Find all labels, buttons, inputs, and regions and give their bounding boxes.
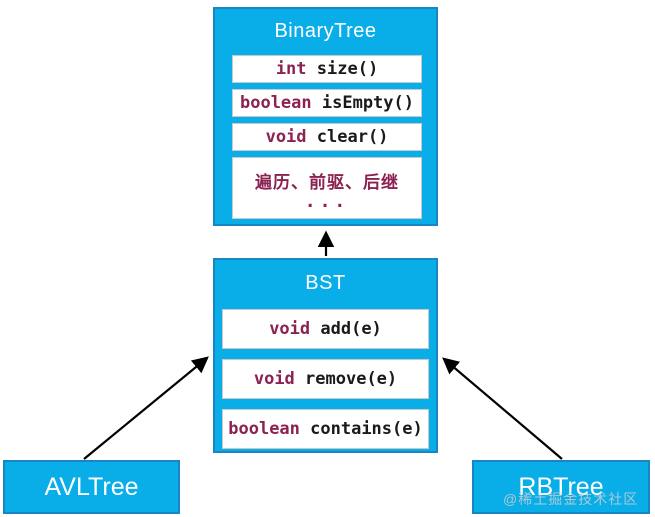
method-signature: add(e) bbox=[310, 319, 382, 339]
keyword-void: void bbox=[253, 369, 295, 389]
class-box-avltree: AVLTree bbox=[3, 460, 180, 514]
binarytree-method-list: int size() boolean isEmpty() void clear(… bbox=[232, 55, 422, 219]
arrow-rbtree-to-bst bbox=[442, 357, 563, 460]
binarytree-note: 遍历、前驱、后继 ... bbox=[232, 157, 422, 219]
bst-method-list: void add(e) void remove(e) boolean conta… bbox=[222, 309, 429, 449]
method-signature: clear() bbox=[306, 127, 389, 147]
watermark: @稀土掘金技术社区 bbox=[503, 491, 639, 507]
method-signature: isEmpty() bbox=[311, 93, 414, 113]
keyword-void: void bbox=[265, 127, 307, 147]
method-size: int size() bbox=[232, 55, 422, 83]
class-box-rbtree: RBTree bbox=[472, 460, 650, 514]
keyword-boolean: boolean bbox=[239, 93, 312, 113]
class-title-binarytree: BinaryTree bbox=[274, 20, 377, 42]
note-traversal-text: 遍历、前驱、后继 bbox=[255, 172, 399, 192]
keyword-void: void bbox=[269, 319, 311, 339]
arrow-avltree-to-bst bbox=[83, 356, 209, 460]
class-box-binarytree: BinaryTree int size() boolean isEmpty() … bbox=[213, 7, 438, 226]
method-remove: void remove(e) bbox=[222, 359, 429, 399]
method-signature: remove(e) bbox=[294, 369, 398, 389]
class-title-avltree: AVLTree bbox=[44, 472, 139, 501]
method-add: void add(e) bbox=[222, 309, 429, 349]
class-box-bst: BST void add(e) void remove(e) boolean c… bbox=[213, 258, 438, 453]
note-ellipsis: ... bbox=[304, 190, 350, 212]
method-signature: size() bbox=[306, 59, 379, 79]
method-isempty: boolean isEmpty() bbox=[232, 89, 422, 117]
keyword-int: int bbox=[275, 59, 307, 79]
method-contains: boolean contains(e) bbox=[222, 409, 429, 449]
class-title-bst: BST bbox=[305, 272, 346, 294]
class-title-rbtree: RBTree bbox=[518, 472, 604, 501]
method-signature: contains(e) bbox=[299, 419, 423, 439]
keyword-boolean: boolean bbox=[228, 419, 300, 439]
method-clear: void clear() bbox=[232, 123, 422, 151]
